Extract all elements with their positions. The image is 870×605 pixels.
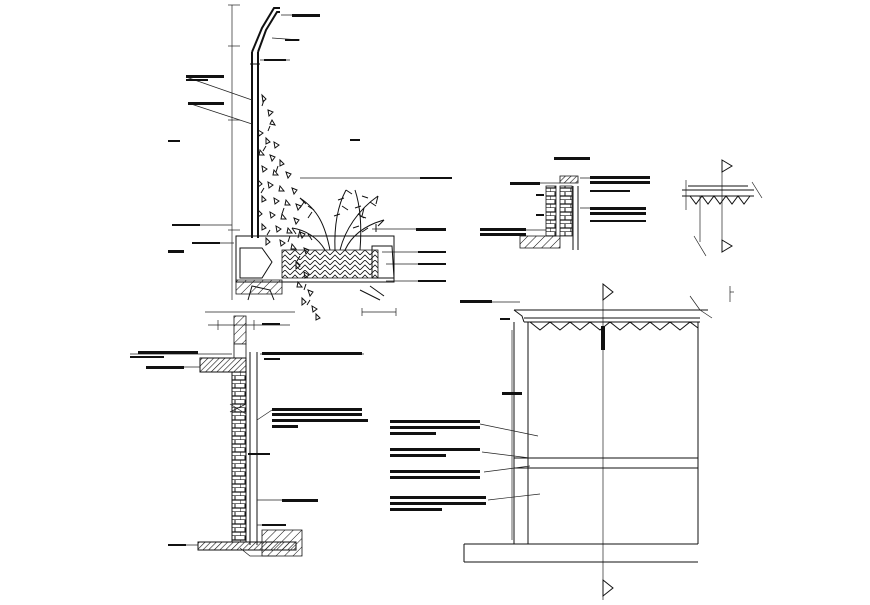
cornice-notes [480,176,650,236]
building-elevation-section [390,284,734,600]
brick-wall-notes [130,351,368,546]
planter-wall-section [168,5,452,320]
planter-box [236,236,396,316]
elevation-notes [390,286,734,511]
lamp-post [250,8,280,238]
roof-edge-detail [682,160,762,256]
palm-plant [292,190,384,250]
brick-wall-section [130,312,368,556]
cornice-detail [480,157,650,250]
post-leader-notes [168,14,452,282]
